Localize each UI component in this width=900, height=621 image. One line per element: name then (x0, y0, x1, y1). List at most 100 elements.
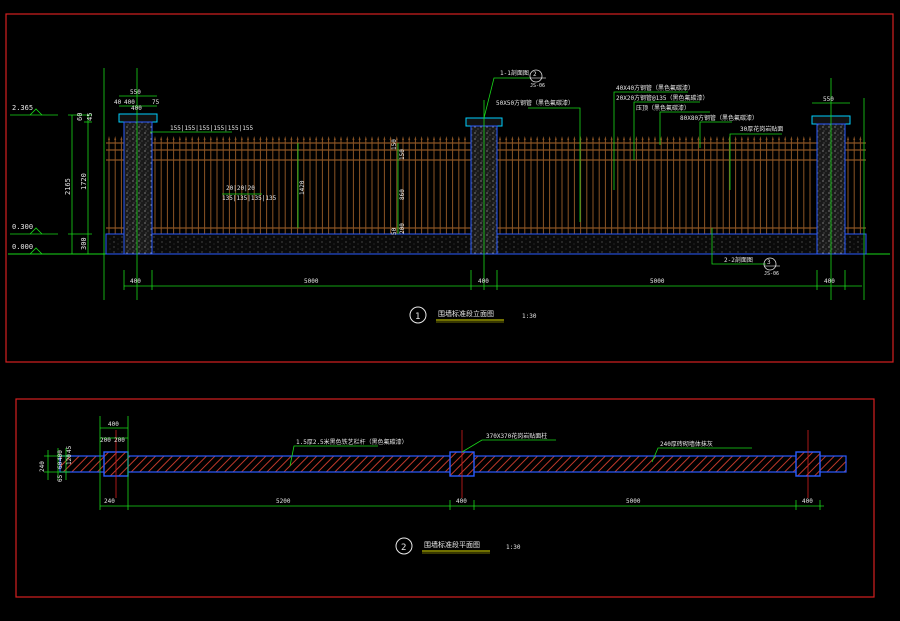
dim-1720: 1720 (80, 173, 88, 190)
plan-dim-200-a: 200 (100, 437, 111, 444)
railing-spear-tip (278, 136, 280, 140)
level-markers: 2.365 0.300 0.000 (10, 104, 58, 255)
dim-50: 50 (391, 227, 398, 235)
note-20x20: 20X20方钢管@135（黑色氟碳漆） (616, 94, 709, 102)
railing-spear-tip (315, 136, 318, 140)
railing-spear-tip (178, 136, 181, 140)
plan-callout-leaders (289, 439, 752, 467)
railing-spear-tip (209, 136, 212, 140)
callout-leaders (483, 77, 782, 265)
elevation-scale: 1:30 (522, 313, 537, 320)
railing-spear-tip (585, 136, 588, 140)
railing-spear-tip (203, 136, 206, 140)
plan-extension-lines (57, 416, 821, 510)
railing-spear-tip (346, 136, 349, 140)
plan-bdim-400-a: 400 (456, 498, 467, 505)
railing-spear-tip (290, 136, 293, 140)
railing-spear-tip (222, 136, 225, 140)
plan-dim-120: 120 (66, 454, 73, 465)
railing-spear-tip (647, 136, 650, 140)
dim-40: 40 (114, 99, 122, 106)
railing-spear-tip (610, 136, 613, 140)
railing-spear-tip (548, 136, 551, 140)
railing-spear-tip (185, 136, 187, 140)
plan-note-left: 1.5厚2.5米黑色铁艺栏杆（黑色氟碳漆） (296, 438, 408, 446)
railing-spear-tip (340, 136, 342, 140)
railing-spear-tip (523, 136, 526, 140)
dim-135-row: 135|135|135|135 (222, 195, 277, 202)
dim-2165: 2165 (64, 178, 72, 195)
railing-spear-tip (635, 136, 638, 140)
railing-spear-tip (352, 136, 355, 140)
railing-spear-tip (464, 136, 466, 140)
height-dimensions (68, 114, 92, 255)
plan-dim-200-b: 200 (114, 437, 125, 444)
railing-spear-tip (511, 136, 514, 140)
pillar-left (118, 113, 158, 255)
railing-spear-tip (408, 136, 411, 140)
railing-spear-tip (439, 136, 442, 140)
plan-axis-lines (115, 430, 809, 498)
section-marker-1: 2 JS-06 1-1剖面图 (500, 69, 546, 89)
railing-spear-tip (197, 136, 200, 140)
plan-dim-400-top: 400 (108, 421, 119, 428)
railing-spear-tip (678, 136, 681, 140)
railing-spear-tip (796, 136, 799, 140)
railing-spear-tip (685, 136, 687, 140)
railing-spear-tip (321, 136, 324, 140)
dim-400-top: 400 (124, 99, 135, 106)
railing-spear-tip (253, 136, 256, 140)
railing-spear-tip (709, 136, 712, 140)
railing-spear-tip (259, 136, 262, 140)
note-50x50: 50X50方钢管（黑色氟碳漆） (496, 99, 574, 107)
plan-left-dimensions (44, 448, 70, 480)
railing-spear-tip (377, 136, 380, 140)
railing-spear-tip (536, 136, 539, 140)
plan-note-mid: 370X370花岗岩贴面柱 (486, 432, 547, 440)
railing-spear-tip (108, 136, 110, 140)
dim-860: 860 (399, 189, 406, 200)
railing-spear-tip (302, 136, 305, 140)
level-label-mid: 0.300 (12, 223, 33, 231)
railing-spear-tip (451, 136, 454, 140)
bdim-5000-a: 5000 (304, 278, 319, 285)
section-marker-2: 3 JS-06 2-2剖面图 (724, 256, 780, 277)
railing-spear-tip (654, 136, 656, 140)
plan-dim-240-v: 240 (39, 461, 46, 472)
railing-spear-tip (265, 136, 268, 140)
railing-spear-tip (426, 136, 429, 140)
railing-spear-tip (420, 136, 423, 140)
railing-spear-tip (722, 136, 725, 140)
railing-spear-tip (765, 136, 768, 140)
railing-spear-tip (499, 136, 501, 140)
railing-spear-tip (296, 136, 299, 140)
railing-spear-tip (567, 136, 570, 140)
dim-1420: 1420 (299, 180, 306, 195)
plan-top-dimensions (100, 427, 128, 439)
railing-dimensions (222, 143, 399, 234)
railing-spear-tip (604, 136, 607, 140)
dim-400-b: 400 (131, 105, 142, 112)
dim-20-row: 20|20|20 (226, 185, 255, 192)
railing-spear-tip (542, 136, 545, 140)
railing-spear-tip (660, 136, 663, 140)
railing-spear-tip (629, 136, 632, 140)
railing-spear-tip (716, 136, 718, 140)
note-40x40: 40X40方钢管（黑色氟碳漆） (616, 84, 694, 92)
railing-spear-tip (216, 136, 218, 140)
railing-spear-tip (778, 136, 780, 140)
railing-spear-tip (592, 136, 594, 140)
railing-spear-tip (457, 136, 460, 140)
railing-spear-tip (505, 136, 508, 140)
plan-dim-60: 60 (57, 461, 64, 469)
railing-spear-tip (517, 136, 520, 140)
railing-spear-tip (327, 136, 330, 140)
railing-spear-tip (414, 136, 417, 140)
elevation-title: 1 围墙标准段立面图 1:30 (409, 306, 537, 324)
railing-spear-tip (445, 136, 448, 140)
dim-75: 75 (152, 99, 160, 106)
plan-frame (15, 398, 875, 598)
dim-155-row: 155|155|155|155|155|155 (170, 125, 253, 132)
railing-spear-tip (847, 136, 849, 140)
railing-spear-tip (247, 136, 249, 140)
